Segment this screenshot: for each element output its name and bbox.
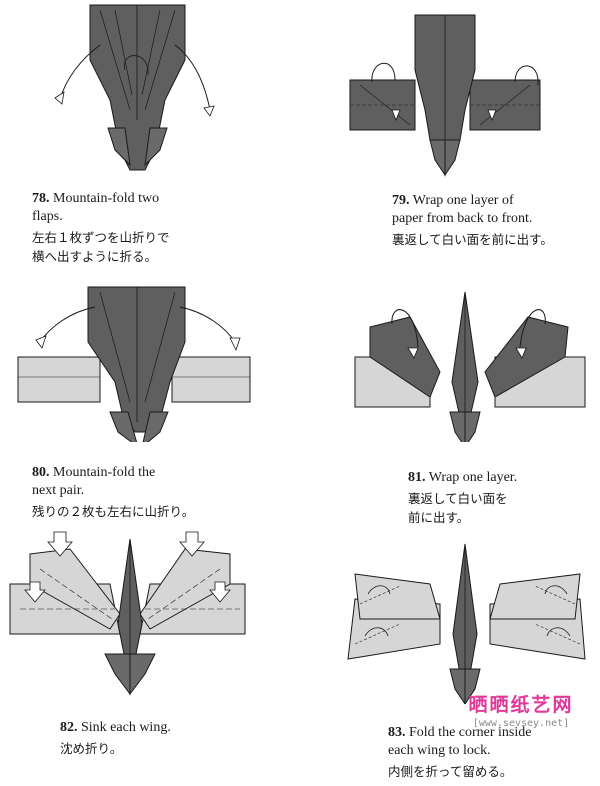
step-82: 82. Sink each wing. 沈め折り。 [0,524,300,786]
step-text: Fold the corner inside [409,725,532,740]
step-text: paper from back to front. [392,211,533,226]
step-81-caption: 81. Wrap one layer. 裏返して白い面を前に出す。 [408,469,600,527]
step-text-jp: 左右１枚ずつを山折りで横へ出すように折る。 [32,230,170,264]
step-81-diagram [354,291,586,442]
step-text: Wrap one layer. [428,470,518,485]
step-78-caption: 78. Mountain-fold two flaps. 左右１枚ずつを山折りで… [32,190,292,266]
step-number: 82. [60,720,78,735]
step-number: 79. [392,193,410,208]
step-number: 83. [388,725,406,740]
step-text: Mountain-fold two [53,191,160,206]
step-text: Sink each wing. [81,720,171,735]
step-78-diagram [54,4,215,171]
step-text: next pair. [32,483,85,498]
step-text-jp: 沈め折り。 [60,741,123,756]
step-text: each wing to lock. [388,743,491,758]
watermark-site-name: 晒晒纸艺网 [468,694,574,716]
step-78: 78. Mountain-fold two flaps. 左右１枚ずつを山折りで… [0,0,300,264]
step-text-jp: 裏返して白い面を前に出す。 [408,491,508,525]
step-82-diagram [9,531,246,696]
watermark: 晒晒纸艺网 [www.sevsey.net] [456,690,586,729]
step-82-caption: 82. Sink each wing. 沈め折り。 [60,719,320,758]
step-80: 80. Mountain-fold the next pair. 残りの２枚も左… [0,262,300,524]
step-79-caption: 79. Wrap one layer of paper from back to… [392,192,600,249]
step-83-diagram [347,543,586,704]
step-number: 81. [408,470,426,485]
step-79: 79. Wrap one layer of paper from back to… [300,0,600,262]
step-79-diagram [349,14,541,177]
step-text-jp: 裏返して白い面を前に出す。 [392,232,553,247]
step-number: 80. [32,465,50,480]
watermark-url: [www.sevsey.net] [472,718,570,729]
step-number: 78. [32,191,50,206]
step-83-caption: 83. Fold the corner inside each wing to … [388,724,600,781]
step-80-caption: 80. Mountain-fold the next pair. 残りの２枚も左… [32,464,292,521]
step-80-diagram [17,286,251,442]
step-text-jp: 残りの２枚も左右に山折り。 [32,504,195,519]
step-83: 83. Fold the corner inside each wing to … [300,524,600,786]
step-text: Mountain-fold the [53,465,156,480]
step-81: 81. Wrap one layer. 裏返して白い面を前に出す。 [300,262,600,527]
step-text-jp: 内側を折って留める。 [388,764,513,779]
step-text: Wrap one layer of [412,193,514,208]
step-text: flaps. [32,209,63,224]
